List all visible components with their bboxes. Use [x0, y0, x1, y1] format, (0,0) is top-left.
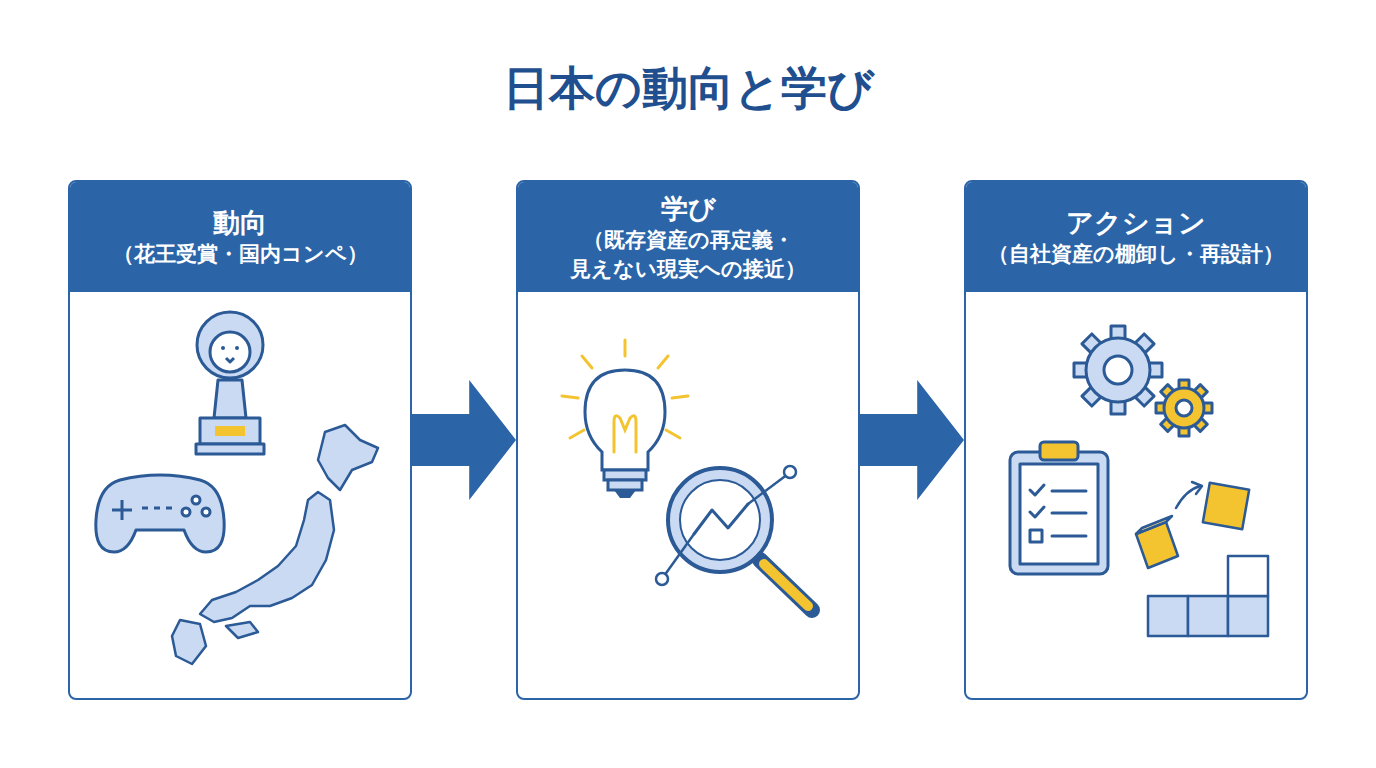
japan-map-icon	[172, 425, 378, 664]
icon-part	[664, 534, 694, 576]
icon-part	[760, 560, 812, 610]
icon-part	[1030, 485, 1044, 495]
icon-part	[1148, 596, 1188, 636]
icon-part	[1052, 512, 1086, 515]
panel-subheading: （既存資産の再定義・ 見えない現実への接近）	[533, 226, 843, 283]
icon-part	[1176, 400, 1192, 416]
icon-part	[96, 475, 224, 552]
icon-part	[680, 480, 760, 560]
clipboard-icon	[1010, 442, 1108, 574]
icon-part	[666, 430, 680, 438]
icon-part	[614, 416, 636, 452]
icon-part	[784, 466, 796, 478]
icon-part	[1188, 596, 1228, 636]
icon-part	[1052, 535, 1086, 538]
icon-part	[658, 356, 668, 368]
icon-part	[214, 380, 246, 418]
icon-part	[192, 496, 200, 504]
icon-part	[197, 312, 263, 378]
icon-part	[764, 564, 808, 606]
icon-part	[570, 430, 584, 438]
icon-part	[1228, 596, 1268, 636]
icon-part	[226, 358, 234, 362]
icon-part	[668, 468, 772, 572]
icon-part	[656, 573, 668, 585]
icon-part	[1020, 464, 1098, 564]
icon-part	[1010, 452, 1108, 574]
panel-header: 学び（既存資産の再定義・ 見えない現実への接近）	[518, 182, 858, 292]
icon-part	[172, 620, 206, 664]
panel-subheading: （花王受賞・国内コンペ）	[113, 240, 368, 268]
icon-part	[624, 340, 627, 356]
gears-icon	[1074, 326, 1212, 436]
blocks-icon	[1136, 482, 1268, 636]
lion-trophy-icon	[196, 312, 264, 454]
icon-part	[694, 504, 748, 534]
icon-part	[1052, 490, 1086, 493]
icon-part	[1192, 482, 1202, 494]
icon-part	[1156, 380, 1212, 436]
icon-part	[1074, 326, 1162, 414]
flow-arrow	[412, 380, 516, 500]
icon-part	[1074, 326, 1162, 414]
panel-header: 動向（花王受賞・国内コンペ）	[70, 182, 410, 292]
panel-heading: 学び	[661, 191, 716, 226]
icon-part	[196, 444, 264, 454]
panel-header: アクション（自社資産の棚卸し・再設計）	[966, 182, 1306, 292]
icon-part	[608, 480, 642, 490]
panel-heading: 動向	[213, 205, 267, 240]
icon-part	[226, 622, 258, 638]
diagram-title: 日本の動向と学び	[0, 58, 1376, 120]
icon-part	[1164, 388, 1204, 428]
flow-arrow	[860, 380, 964, 500]
icon-part	[1228, 556, 1268, 596]
icon-part	[215, 426, 245, 436]
icon-part	[318, 425, 378, 490]
icon-part	[235, 346, 239, 350]
icon-part	[614, 490, 636, 498]
icon-part	[182, 508, 190, 516]
icon-part	[202, 508, 210, 516]
icon-part	[200, 418, 260, 444]
panel-subheading: （自社資産の棚卸し・再設計）	[988, 240, 1284, 268]
icon-part	[1203, 483, 1249, 529]
process-panel: 学び（既存資産の再定義・ 見えない現実への接近）	[516, 180, 860, 700]
icon-part	[1086, 338, 1150, 402]
icon-part	[582, 356, 592, 368]
process-panel: 動向（花王受賞・国内コンペ）	[68, 180, 412, 700]
icon-part	[585, 370, 665, 470]
icon-part	[1030, 507, 1044, 517]
icon-part	[210, 332, 250, 372]
icon-part	[1176, 486, 1200, 508]
icon-part	[1040, 442, 1078, 460]
magnifier-chart-icon	[656, 466, 812, 610]
icon-part	[142, 507, 172, 510]
game-controller-icon	[96, 475, 224, 552]
icon-part	[1104, 356, 1132, 384]
process-panel: アクション（自社資産の棚卸し・再設計）	[964, 180, 1308, 700]
panel-heading: アクション	[1066, 205, 1206, 240]
icon-part	[112, 500, 132, 520]
icon-part	[1030, 530, 1042, 542]
icon-part	[748, 474, 788, 504]
icon-part	[562, 396, 578, 398]
icon-part	[200, 492, 334, 622]
light-bulb-icon	[562, 340, 688, 498]
icon-part	[672, 396, 688, 398]
icon-part	[1136, 516, 1172, 534]
icon-part	[221, 346, 225, 350]
